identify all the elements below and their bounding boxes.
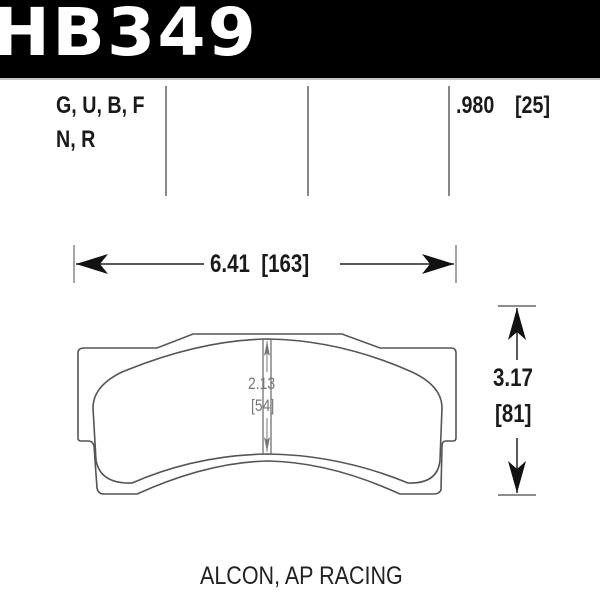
height-mm: [81] [495, 400, 532, 428]
thickness-inches: .980 [456, 92, 495, 119]
length-dimension [73, 245, 457, 283]
part-number: HB349 [0, 0, 258, 71]
application-label: ALCON, AP RACING [200, 562, 403, 590]
inner-height-dimension [262, 339, 272, 454]
friction-material-outline [92, 338, 443, 484]
header-bar: HB349 [0, 0, 600, 78]
length-label: 6.41 [163] [210, 250, 310, 278]
inner-height-inches: 2.13 [248, 374, 276, 393]
thickness-mm: [25] [515, 92, 551, 119]
inner-height-mm: [54] [251, 396, 275, 415]
compound-codes-line-2: N, R [56, 126, 96, 153]
backing-plate-outline [77, 333, 457, 495]
compound-codes-line-1: G, U, B, F [56, 92, 145, 119]
height-inches: 3.17 [493, 364, 533, 392]
height-dimension [498, 305, 536, 496]
